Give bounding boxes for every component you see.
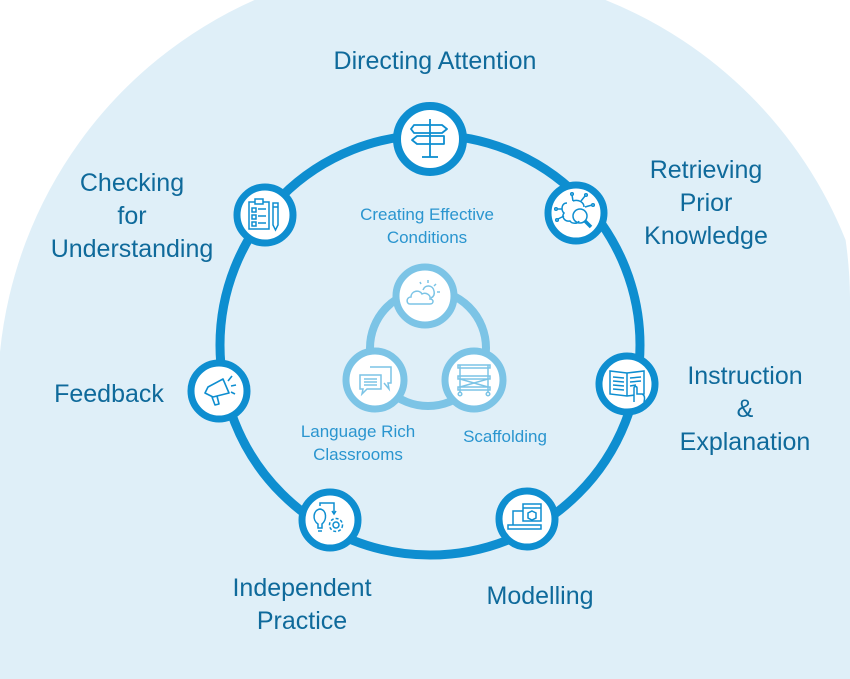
label-line: Understanding: [50, 235, 214, 263]
megaphone-icon: [204, 375, 237, 406]
speech-bubbles-icon: [359, 366, 392, 397]
node-checking-for-understanding[interactable]: [233, 183, 297, 247]
scaffold-icon: [457, 364, 491, 397]
label-line: Language Rich: [300, 422, 416, 441]
label-line: Practice: [256, 607, 348, 635]
node-modelling[interactable]: [495, 487, 559, 551]
label-line: Instruction: [687, 362, 803, 390]
label-line: Knowledge: [644, 222, 768, 250]
sun-cloud-icon: [406, 280, 440, 305]
lightbulb-gear-icon: [313, 502, 344, 533]
node-directing-attention[interactable]: [393, 102, 467, 176]
label-modelling: Modelling: [486, 580, 593, 613]
label-line: Retrieving: [649, 156, 763, 184]
label-scaffolding: Scaffolding: [463, 425, 547, 448]
node-scaffolding[interactable]: [441, 347, 507, 413]
label-creating-effective-conditions: Creating Effective Conditions: [360, 203, 494, 249]
label-language-rich-classrooms: Language Rich Classrooms: [301, 420, 415, 466]
node-language-rich-classrooms[interactable]: [342, 347, 408, 413]
open-book-hand-icon: [609, 370, 646, 403]
node-independent-practice[interactable]: [298, 488, 362, 552]
label-line: Modelling: [486, 582, 594, 610]
label-line: Scaffolding: [463, 427, 547, 446]
node-instruction-explanation[interactable]: [595, 352, 659, 416]
label-line: Creating Effective: [360, 205, 494, 224]
label-checking-for-understanding: Checking for Understanding: [51, 167, 214, 266]
signpost-icon: [410, 119, 448, 158]
label-line: for: [117, 202, 147, 230]
label-independent-practice: Independent Practice: [232, 572, 371, 638]
node-creating-effective-conditions[interactable]: [392, 263, 458, 329]
label-line: Classrooms: [313, 445, 403, 464]
label-instruction-explanation: Instruction & Explanation: [680, 360, 811, 459]
label-line: &: [736, 395, 754, 423]
brain-magnifier-icon: [553, 191, 596, 229]
label-line: Feedback: [54, 380, 164, 408]
label-line: Conditions: [386, 228, 468, 247]
node-feedback[interactable]: [187, 359, 251, 423]
label-feedback: Feedback: [54, 378, 164, 411]
label-line: Explanation: [679, 428, 811, 456]
label-line: Prior: [679, 189, 733, 217]
node-retrieving-prior-knowledge[interactable]: [544, 181, 608, 245]
label-line: Checking: [79, 169, 185, 197]
clipboard-pencil-icon: [248, 198, 279, 232]
label-line: Directing Attention: [333, 47, 537, 75]
label-line: Independent: [232, 574, 372, 602]
label-directing-attention: Directing Attention: [334, 45, 537, 78]
laptop-window-icon: [507, 503, 542, 530]
label-retrieving-prior-knowledge: Retrieving Prior Knowledge: [644, 154, 768, 253]
